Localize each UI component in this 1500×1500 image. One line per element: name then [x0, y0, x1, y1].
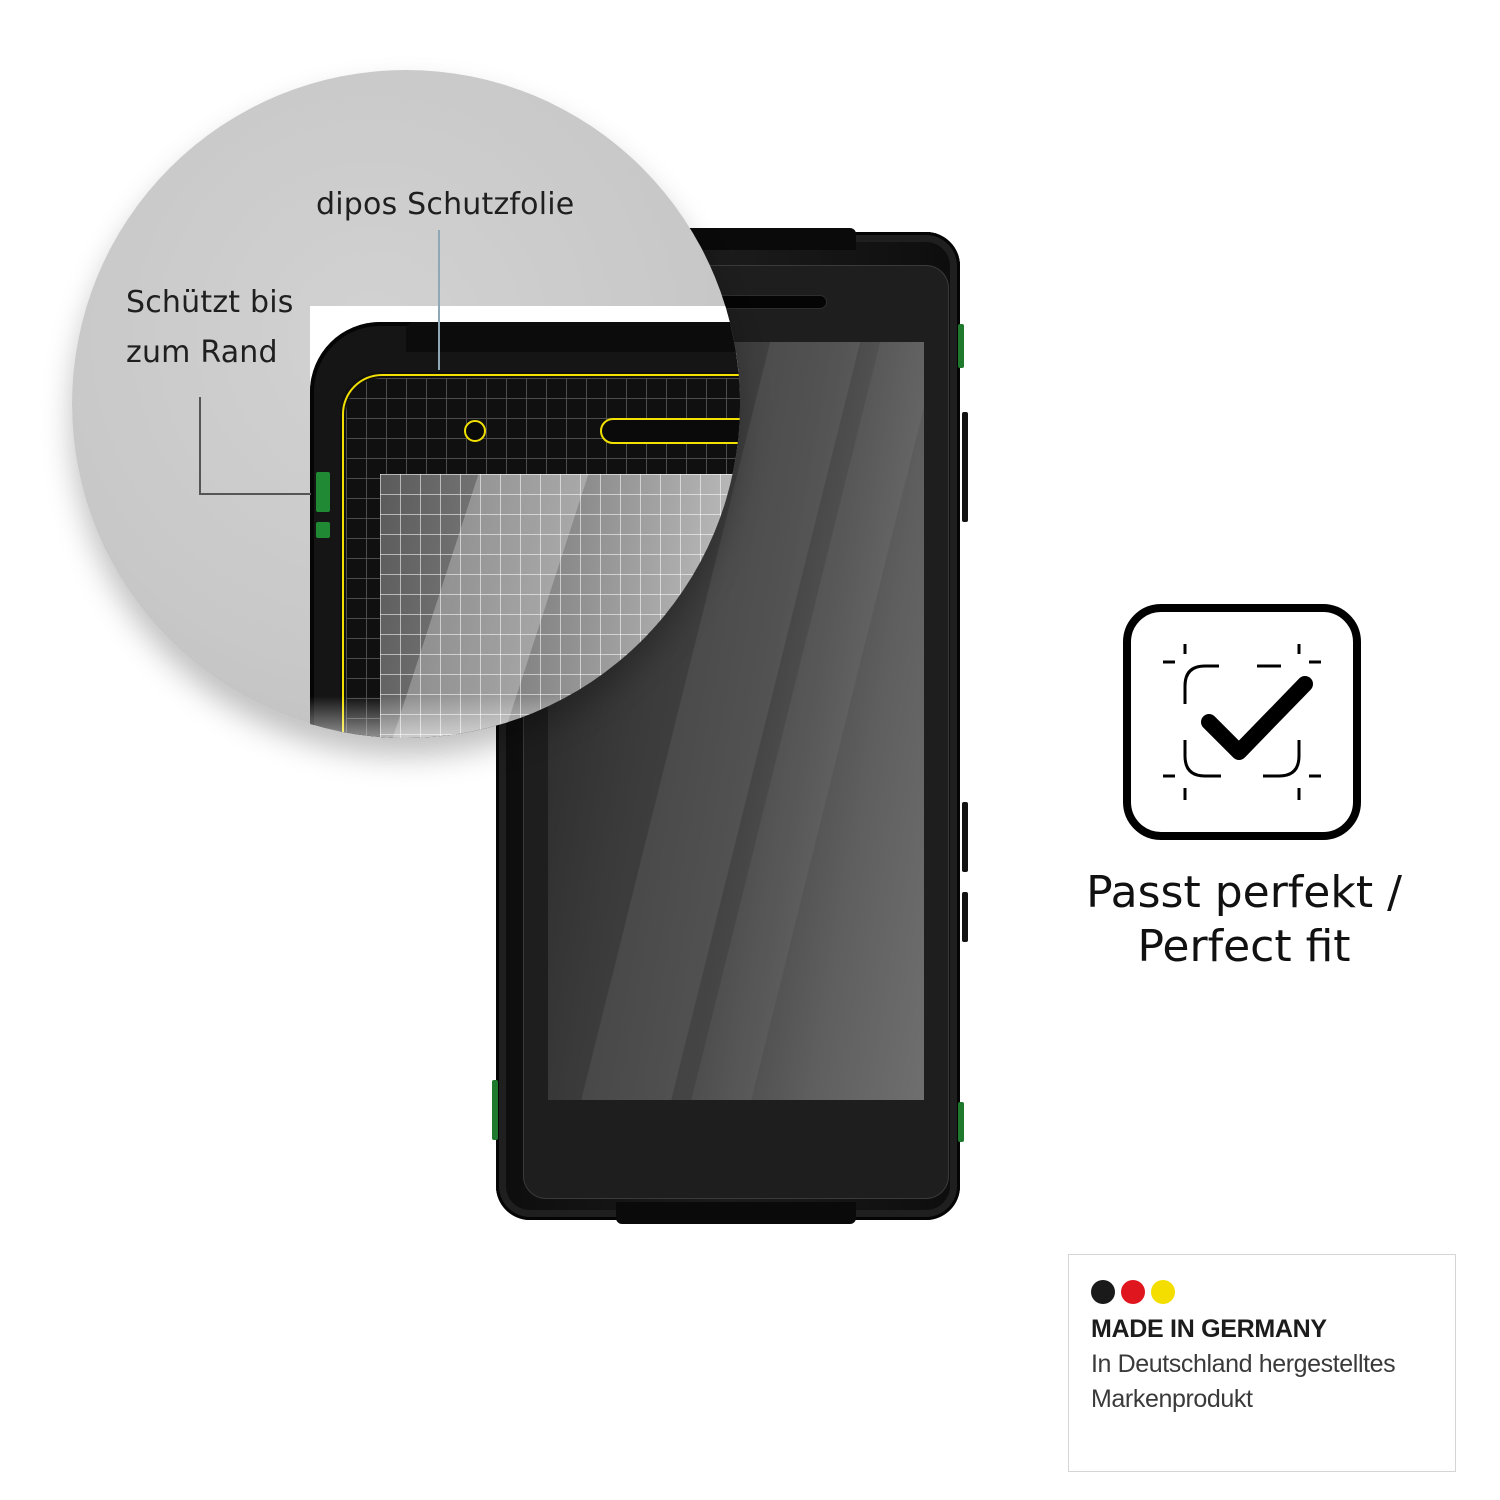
magnifier-circle: dipos Schutzfolie Schützt bis zum Rand [72, 70, 740, 738]
green-accent-right-top [958, 324, 964, 368]
green-accent-right-bottom [958, 1102, 964, 1142]
badge-text-line-2: Markenprodukt [1091, 1385, 1253, 1413]
zoomed-bumper [406, 322, 740, 352]
fit-caption: Passt perfekt / Perfect fit [1060, 866, 1428, 974]
flag-dot-red [1121, 1280, 1145, 1304]
edge-leader-line [199, 397, 201, 495]
checkmark-in-frame-icon [1123, 604, 1361, 840]
speaker-outline [600, 418, 740, 444]
zoomed-green-accent [316, 522, 330, 538]
fit-caption-line-2: Perfect fit [1137, 921, 1351, 972]
zoomed-corner [310, 306, 740, 738]
edge-label: Schützt bis zum Rand [126, 285, 294, 370]
zoomed-screen [380, 474, 740, 738]
edge-leader-line [199, 493, 311, 495]
side-button-upper [962, 412, 968, 522]
flag-dot-gold [1151, 1280, 1175, 1304]
bottom-fade [310, 696, 740, 738]
made-in-germany-badge: MADE IN GERMANY In Deutschland hergestel… [1068, 1254, 1456, 1472]
screen-grid [380, 474, 740, 738]
badge-title: MADE IN GERMANY [1091, 1315, 1327, 1343]
phone-bottom-bumper [616, 1202, 856, 1224]
badge-text-line-1: In Deutschland hergestelltes [1091, 1350, 1396, 1378]
foil-leader-line [438, 230, 440, 370]
earpiece-speaker [696, 296, 826, 308]
green-accent-left [492, 1080, 498, 1140]
foil-label: dipos Schutzfolie [316, 187, 575, 222]
side-button-lower [962, 892, 968, 942]
foil-outline [342, 374, 740, 738]
front-camera-outline [464, 420, 486, 442]
fit-caption-line-1: Passt perfekt / [1086, 867, 1402, 918]
side-button-middle [962, 802, 968, 872]
zoomed-green-accent [316, 472, 330, 512]
flag-dot-black [1091, 1280, 1115, 1304]
zoomed-phone-corner [310, 322, 740, 738]
